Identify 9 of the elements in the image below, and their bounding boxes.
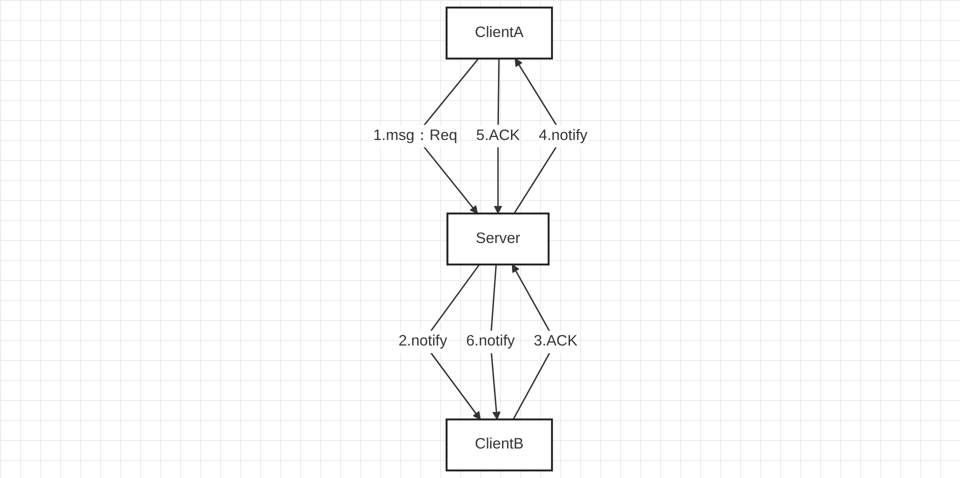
edge-label: 1.msg：Req bbox=[372, 128, 457, 144]
node-box: ClientB bbox=[445, 418, 553, 472]
edge-label: 2.notify bbox=[398, 333, 447, 350]
edge-label: 5.ACK bbox=[476, 128, 520, 144]
edge-label: 4.notify bbox=[538, 128, 588, 144]
node-box: Server bbox=[446, 212, 550, 266]
edge-label: 6.notify bbox=[466, 333, 514, 350]
edge-label: 3.ACK bbox=[533, 333, 578, 350]
node-box: ClientA bbox=[445, 6, 553, 60]
